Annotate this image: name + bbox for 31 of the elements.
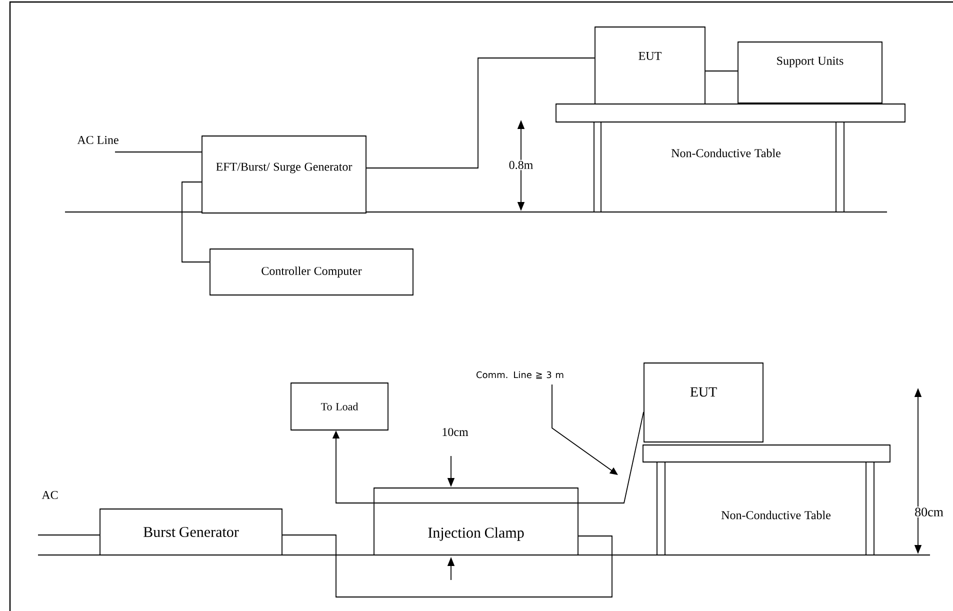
process-box (290, 382, 388, 430)
process-box (100, 508, 282, 556)
label: AC Line (77, 136, 118, 144)
node-text: Comm. Line ≧ 3 m (476, 371, 564, 379)
node-label: EUT (638, 52, 662, 60)
node-label: Injection Clamp (428, 527, 524, 541)
node-label: Controller Computer (262, 266, 362, 278)
leader-line (38, 534, 100, 536)
cable-line (578, 412, 644, 504)
dimension-label: 0.8m (509, 160, 533, 170)
label: AC (42, 490, 58, 500)
cable-line (282, 534, 612, 598)
node-label: Support Units (777, 56, 844, 68)
process-box (644, 362, 764, 442)
cable-line (705, 70, 738, 72)
process-box (594, 26, 706, 104)
clamp-box (374, 488, 578, 556)
process-box (738, 42, 882, 104)
node-label: Burst Generator (144, 526, 239, 538)
node-text: Non-Conductive Table (721, 510, 830, 520)
cable-line (366, 58, 595, 168)
leader-line (552, 384, 618, 475)
node-label: EFT/Burst/ Surge Generator (216, 162, 352, 174)
node-label: EUT (690, 387, 717, 397)
process-box (202, 136, 366, 214)
dimension-label: 10cm (442, 428, 468, 436)
node-text: Non-Conductive Table (671, 148, 780, 158)
dimension-label: 80cm (915, 508, 944, 516)
node-label: To Load (321, 402, 358, 410)
process-box (210, 248, 414, 296)
cable-line (182, 182, 210, 262)
